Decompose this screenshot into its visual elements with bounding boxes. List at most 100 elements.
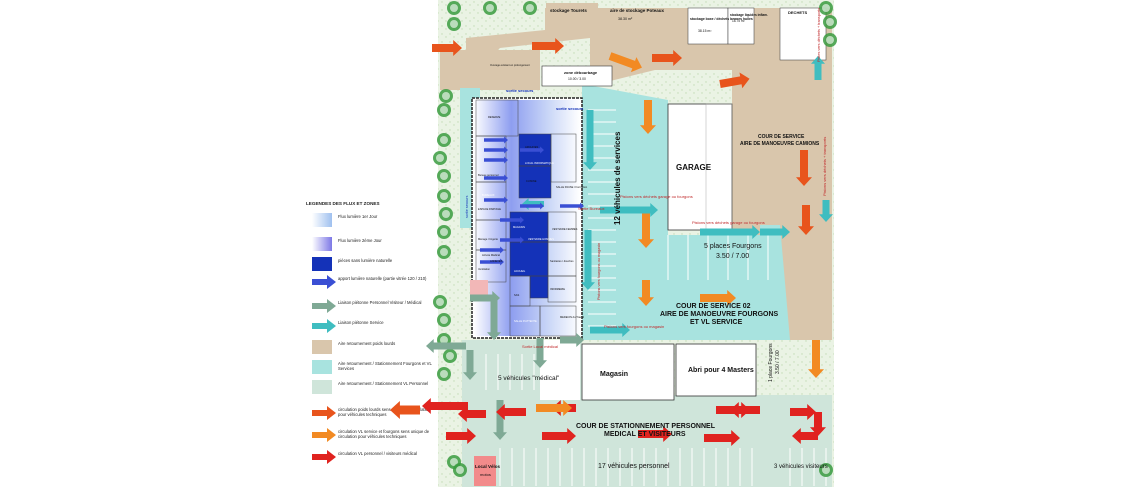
vehicules-personnel-label: 17 véhicules personnel xyxy=(598,463,670,470)
tree-highlight xyxy=(450,20,458,28)
light-arrow xyxy=(500,216,524,224)
tree-highlight xyxy=(486,4,494,12)
magasin-label: Magasin xyxy=(600,371,628,378)
truck-arrow xyxy=(390,401,420,419)
personnel-arrow xyxy=(458,406,486,422)
legend-label: Aire retournement / Stationnement VL Per… xyxy=(338,381,429,386)
tree-highlight xyxy=(440,172,448,180)
service-arrow xyxy=(638,280,654,306)
light-arrow xyxy=(484,156,508,164)
pedestrian-service-arrow xyxy=(583,110,597,170)
light-arrow xyxy=(480,246,504,254)
truck-arrow xyxy=(796,150,812,186)
legend-label: pièces sans lumière naturelle xyxy=(338,258,393,263)
room-label: Arrivée Médical xyxy=(482,253,500,257)
legend-swatch xyxy=(312,340,332,354)
truck-arrow xyxy=(608,52,642,73)
tree-highlight xyxy=(440,106,448,114)
legend-title: LEGENDES DES FLUX ET ZONES xyxy=(306,201,380,206)
pedestrian-service-arrow xyxy=(760,225,790,239)
liquides-label: stockage liquides inflam. xyxy=(730,13,768,17)
personnel-arrow xyxy=(422,398,468,414)
room-label: Bureau personnel xyxy=(478,173,499,177)
tree-highlight xyxy=(446,352,454,360)
poteaux-area: 38.30 m² xyxy=(618,17,633,21)
room-label: MEDECIN du Travail xyxy=(560,315,584,319)
personnel-arrow xyxy=(446,428,476,444)
tree-highlight xyxy=(456,466,464,474)
legend-label: circulation poids lourds sens unique de … xyxy=(338,407,431,417)
personnel-arrow xyxy=(730,402,760,418)
legend-swatch xyxy=(312,299,336,313)
medical-parking-bg xyxy=(540,340,580,400)
parking-lines xyxy=(485,109,827,486)
sortie-local-medical-label: Sortie Local médical xyxy=(522,344,558,349)
room-label: ANNEXES xyxy=(490,259,503,263)
personnel-arrow xyxy=(638,426,672,442)
legend-item: circulation poids lourds sens unique de … xyxy=(312,406,432,422)
pedestrian-staff-arrow xyxy=(463,350,477,380)
legend-item: Flux lumière 2ème Jour xyxy=(312,237,432,253)
dechets-label: DECHETS xyxy=(788,10,807,15)
tree-highlight xyxy=(440,316,448,324)
personnel-arrow xyxy=(792,428,818,444)
tree-highlight xyxy=(442,210,450,218)
tree-highlight xyxy=(526,4,534,12)
cour-perso-line1: COUR DE STATIONNEMENT PERSONNEL xyxy=(576,423,716,430)
truck-arrow xyxy=(798,205,814,235)
local-velos-label: Local Vélos xyxy=(475,464,501,469)
legend-swatch xyxy=(312,319,336,333)
pietons-fourgons-vertical: Pistons vers fourgons ou magasin xyxy=(597,243,601,300)
pietons-dechets-label: Pistons vers déchets garage ou fourgons xyxy=(620,194,693,199)
local-velos-label-2: motos xyxy=(480,472,491,477)
room-label: BUREAUX xyxy=(482,193,495,197)
bike-shelter xyxy=(474,456,496,486)
room-label: RESERVE xyxy=(488,115,501,119)
huiles-area: 38.15 m² xyxy=(698,29,712,33)
small-red-room xyxy=(470,280,488,296)
tiny-note: Ouvrage existant en prolongement xyxy=(490,63,530,67)
legend-label: Aire retournement / Stationnement Fourgo… xyxy=(338,361,432,371)
service-arrow xyxy=(536,400,572,416)
pedestrian-service-arrow xyxy=(590,323,630,337)
tree-highlight xyxy=(450,4,458,12)
personnel-arrow xyxy=(542,428,576,444)
pedestrian-staff-arrow xyxy=(560,333,584,347)
pietons-fourgons-label: Pistons vers fourgons ou magasin xyxy=(604,324,664,329)
cour-perso-line2: MEDICAL ET VISITEURS xyxy=(604,431,686,438)
room-label: ESPACE PARTAGE xyxy=(478,207,501,211)
huiles-label: stockage boxe / déchets bennes huiles xyxy=(690,17,753,21)
legend-swatch xyxy=(312,450,336,464)
legend-item: Liaison piétonne Service xyxy=(312,319,432,335)
personnel-arrow xyxy=(704,430,740,446)
pedestrian-staff-arrow xyxy=(533,338,547,368)
light-arrow xyxy=(560,202,584,210)
light-arrow xyxy=(520,146,544,154)
huiles-storage xyxy=(687,7,729,45)
room xyxy=(539,305,577,337)
tree-highlight xyxy=(440,136,448,144)
tree-highlight xyxy=(440,228,448,236)
tree-highlight xyxy=(440,336,448,344)
liquides-area: 18.75 m² xyxy=(732,19,745,23)
room-label: VESTIAIRE HOMMES xyxy=(528,237,554,241)
service-arrow xyxy=(700,290,736,306)
sortie-bureaux-label: Sortie Bureaux xyxy=(578,206,604,211)
dark-rooms-c xyxy=(530,268,548,298)
room-label: LOCAL INFORMATIQUE xyxy=(525,161,554,165)
legend-item: Liaison piétonne Personnel Visiteur / Mé… xyxy=(312,299,432,315)
tree-highlight xyxy=(450,458,458,466)
tree-highlight xyxy=(826,18,834,26)
legend-swatch xyxy=(312,213,332,227)
light-arrow xyxy=(500,236,524,244)
vehicules-visiteurs-label: 3 véhicules visiteurs xyxy=(774,464,828,470)
room-partitions xyxy=(475,99,577,337)
personnel-arrow xyxy=(790,404,816,420)
legend-item: circulation VL personnel / visiteurs méd… xyxy=(312,450,432,466)
room-label: MAGASIN xyxy=(513,225,525,229)
tourets-label: stockage Tourets xyxy=(550,8,587,13)
light-arrow xyxy=(480,258,504,266)
room-label: SALLE PAUSE / Formation xyxy=(556,185,588,189)
magasin-building xyxy=(581,343,675,401)
room-label: ACCUEIL xyxy=(514,269,526,273)
